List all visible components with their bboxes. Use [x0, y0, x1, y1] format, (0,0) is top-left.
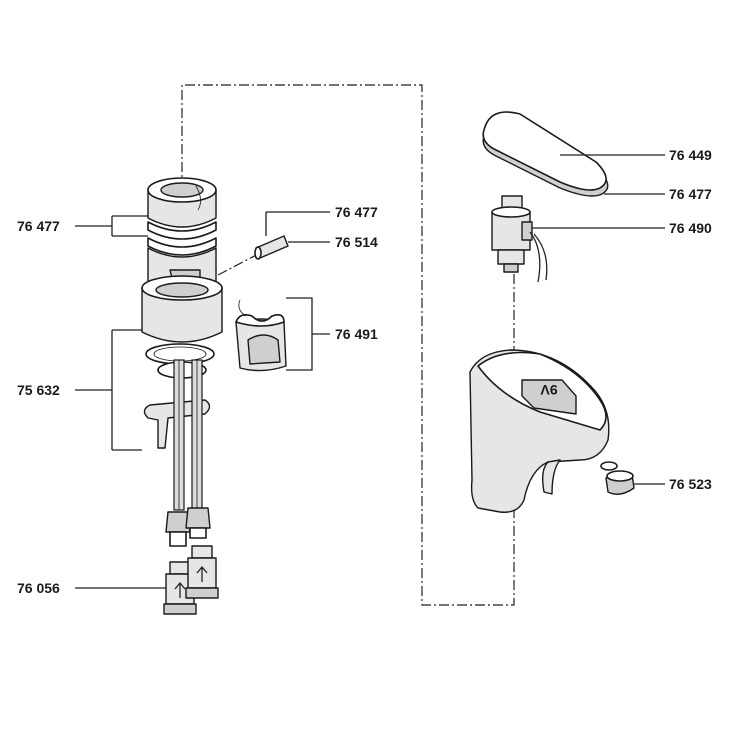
part-label-p2: 76 477: [335, 204, 378, 220]
solenoid-valve: [491, 195, 548, 283]
part-label-p9: 76 490: [669, 220, 712, 236]
small-pin: [254, 235, 289, 260]
part-label-p1: 76 477: [17, 218, 60, 234]
hose-assembly: [165, 359, 211, 547]
battery-marking: 9V: [540, 382, 558, 398]
check-valve-set: [163, 545, 219, 615]
part-label-p7: 76 449: [669, 147, 712, 163]
part-label-p3: 76 514: [335, 234, 378, 250]
lever-handle: [482, 111, 609, 197]
part-label-p5: 75 632: [17, 382, 60, 398]
part-label-p4: 76 491: [335, 326, 378, 342]
part-label-p10: 76 523: [669, 476, 712, 492]
part-label-p6: 76 056: [17, 580, 60, 596]
cartridge-body: [141, 177, 223, 379]
part-label-p8: 76 477: [669, 186, 712, 202]
spout-body: [469, 349, 610, 513]
assembly-path-line: [181, 84, 515, 606]
leader-lines: [75, 154, 665, 589]
cover-cap: [235, 299, 287, 372]
aerator: [600, 461, 635, 495]
